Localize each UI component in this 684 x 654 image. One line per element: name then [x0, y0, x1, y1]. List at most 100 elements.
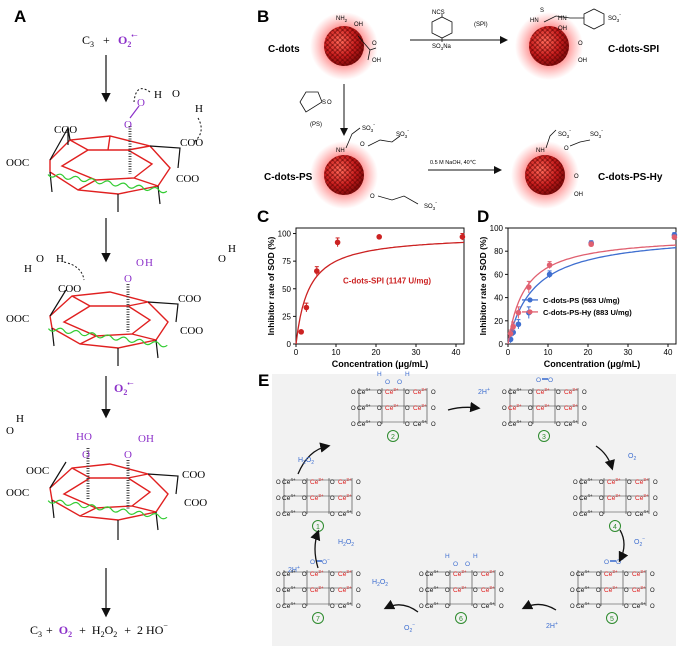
o-atom: O: [445, 604, 450, 610]
cage-black-1: [49, 126, 181, 212]
o-atom: O: [502, 422, 507, 428]
h2o-3-o: O: [218, 253, 226, 265]
h-atom: H: [405, 371, 410, 378]
o-atom: O: [351, 406, 356, 412]
ce-atom: Ce4+: [357, 403, 371, 412]
o-atom: O: [556, 406, 561, 412]
step-number: 5: [610, 616, 614, 623]
ce-atom: Ce4+: [508, 419, 522, 428]
e-h2o2-in: H2O2: [298, 457, 314, 466]
label-cdots-spi: C-dots-SPI: [608, 44, 659, 55]
ce-atom: Ce3+: [536, 403, 550, 412]
o-atom: O: [499, 588, 504, 594]
step-circle: [312, 612, 324, 624]
fullerene-structure-3: OOC OOC COO COO HO O O OH: [6, 431, 207, 540]
y-axis-label: Inhibitor rate of SOD (%): [266, 236, 276, 335]
o-atom: O: [556, 390, 561, 396]
ce-atom: Ce3+: [508, 403, 522, 412]
svg-text:S: S: [540, 8, 544, 14]
fit-curve: [507, 247, 677, 345]
ce-atom: Ce3+: [385, 403, 399, 412]
ce-atom: Ce4+: [338, 509, 352, 518]
ce-atom: Ce4+: [425, 585, 439, 594]
arrow-e-4-5: [618, 529, 629, 563]
ce-atom: Ce4+: [282, 493, 296, 502]
svg-text:OH: OH: [574, 192, 583, 198]
o-atom: O: [573, 480, 578, 486]
ce-atom: Ce4+: [579, 509, 593, 518]
h-atom: H: [377, 371, 382, 378]
svg-text:O: O: [578, 41, 583, 47]
o-atom: O: [650, 572, 655, 578]
o-atom: O: [377, 390, 382, 396]
legend-label: C-dots-PS (563 U/mg): [543, 296, 620, 305]
fit-curve: [507, 244, 677, 345]
o-atom: O: [499, 572, 504, 578]
x-tick-label: 20: [372, 348, 381, 357]
o-atom: O: [445, 588, 450, 594]
ce-atom: Ce4+: [282, 509, 296, 518]
ce-atom: Ce3+: [632, 569, 646, 578]
h2o-4-h: H: [16, 413, 24, 425]
ce-atom: Ce4+: [425, 601, 439, 610]
h2o-h1: H: [154, 89, 162, 101]
svg-text:OH: OH: [578, 58, 587, 64]
h-2b: H: [145, 257, 153, 269]
o-atom: O: [330, 512, 335, 518]
data-point: [671, 234, 678, 241]
ce-atom: Ce4+: [635, 509, 649, 518]
ce-atom: Ce3+: [481, 569, 495, 578]
o-atom: O: [624, 588, 629, 594]
o-atom: O: [653, 496, 658, 502]
o-atom: O: [302, 512, 307, 518]
svg-text:SO3-: SO3-: [558, 128, 571, 139]
data-point: [459, 234, 466, 240]
step-circle: [387, 430, 399, 442]
arrow-e-7-1: [310, 529, 321, 569]
ce-atom: Ce4+: [357, 387, 371, 396]
o-atom: O: [473, 604, 478, 610]
step-circle: [455, 612, 467, 624]
data-point: [546, 262, 553, 268]
data-point: [298, 329, 305, 335]
e-2h-out: 2H+: [478, 387, 490, 396]
ce-atom: Ce4+: [579, 477, 593, 486]
e-superoxide-in-2: O2−: [404, 622, 415, 634]
ce-atom: Ce4+: [632, 601, 646, 610]
x-tick-label: 0: [294, 348, 299, 357]
oo-bond-1: [129, 105, 140, 119]
o-atom: O: [528, 422, 533, 428]
panel-e-label: E: [258, 371, 269, 390]
o-atom: O: [582, 390, 587, 396]
o-atom: O−: [322, 557, 330, 566]
x-tick-label: 0: [506, 348, 511, 357]
x-tick-label: 30: [412, 348, 421, 357]
cage-red-2: [49, 291, 169, 349]
hbond-2: [193, 117, 202, 143]
plus-text: +: [103, 33, 110, 47]
coo-2b: COO: [178, 293, 201, 305]
step-circle: [538, 430, 550, 442]
data-point: [376, 234, 383, 240]
x-axis-label: Concentration (μg/mL): [332, 359, 429, 369]
o-atom: O: [419, 588, 424, 594]
fullerene-structure-2: COO COO COO OOC O O H H O H O H: [6, 243, 236, 366]
h2o-2-h: H: [24, 263, 32, 275]
ce-atom: Ce4+: [576, 601, 590, 610]
legend-label: C-dots-PS-Hy (883 U/mg): [543, 308, 632, 317]
o-atom: O: [473, 588, 478, 594]
svg-text:O: O: [564, 146, 569, 152]
ce-atom: Ce3+: [604, 585, 618, 594]
svg-text:O: O: [574, 174, 579, 180]
data-point: [510, 323, 516, 330]
naoh-condition: 0.5 M NaOH, 40℃: [430, 159, 476, 166]
legend-marker: [527, 309, 533, 315]
svg-text:OH: OH: [558, 26, 567, 32]
o-atom: O: [599, 480, 604, 486]
cage-black-3: [49, 461, 179, 540]
y-tick-label: 100: [490, 224, 504, 233]
y-tick-label: 60: [494, 270, 503, 279]
ce-atom: Ce3+: [413, 403, 427, 412]
